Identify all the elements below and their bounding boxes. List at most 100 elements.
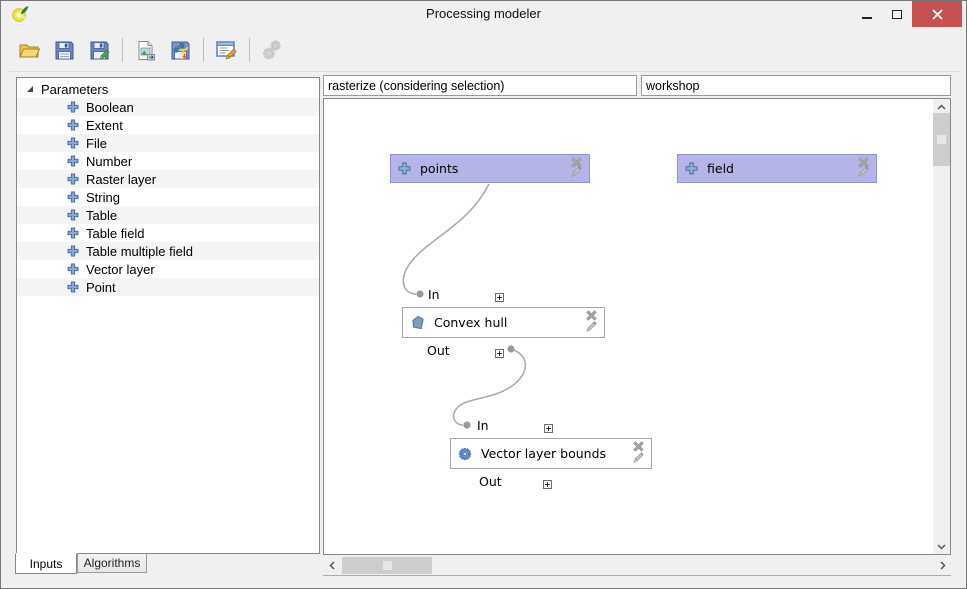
node-label: points (420, 161, 459, 176)
add-plus-icon (67, 155, 79, 167)
collapse-triangle-icon[interactable] (27, 86, 33, 92)
node-points[interactable]: points (390, 154, 590, 183)
chevron-right-icon (939, 561, 946, 570)
scroll-right-button[interactable] (934, 557, 951, 574)
model-group-input[interactable] (641, 75, 951, 96)
expand-in-button[interactable] (495, 289, 504, 302)
add-plus-icon (67, 209, 79, 221)
scroll-up-button[interactable] (933, 99, 950, 114)
plus-icon (685, 162, 698, 175)
tree-item-point[interactable]: Point (17, 278, 319, 296)
tree-item-label: Point (86, 279, 116, 295)
convex-hull-icon (412, 315, 424, 330)
edit-node-icon[interactable] (631, 451, 645, 468)
tree-item-label: Number (86, 153, 133, 169)
port-in-label: In (477, 418, 489, 433)
parameters-panel: Parameters Boolean Extent File Number Ra… (16, 77, 320, 554)
add-plus-icon (67, 173, 79, 185)
add-plus-icon (67, 245, 79, 257)
vertical-scrollbar[interactable] (933, 99, 950, 554)
add-plus-icon (67, 137, 79, 149)
tree-item-string[interactable]: String (17, 188, 319, 206)
port-out-label: Out (479, 474, 502, 489)
tree-item-table-multiple-field[interactable]: Table multiple field (17, 242, 319, 260)
horizontal-scrollbar[interactable] (323, 557, 951, 574)
toolbar-divider (9, 71, 960, 72)
tree-item-table[interactable]: Table (17, 206, 319, 224)
add-plus-icon (67, 263, 79, 275)
maximize-button[interactable] (882, 1, 912, 27)
edit-model-help-button[interactable] (212, 36, 240, 64)
chevron-up-icon (937, 103, 946, 110)
add-plus-icon (67, 191, 79, 203)
node-field[interactable]: field (677, 154, 877, 183)
node-label: Convex hull (434, 315, 508, 330)
export-as-image-button[interactable] (131, 36, 159, 64)
add-plus-icon (67, 227, 79, 239)
tree-item-table-field[interactable]: Table field (17, 224, 319, 242)
delete-node-icon[interactable] (632, 440, 645, 456)
edit-node-icon[interactable] (569, 165, 583, 182)
save-model-as-button[interactable] (85, 36, 113, 64)
tree-item-label: Table field (86, 225, 145, 241)
expand-in-button[interactable] (544, 420, 553, 433)
plus-icon (398, 162, 411, 175)
add-plus-icon (67, 119, 79, 131)
tree-item-raster-layer[interactable]: Raster layer (17, 170, 319, 188)
tree-item-label: Table multiple field (86, 243, 193, 259)
toolbar-separator (122, 38, 123, 62)
tree-item-number[interactable]: Number (17, 152, 319, 170)
export-as-python-button[interactable] (166, 36, 194, 64)
vertical-scroll-thumb[interactable] (933, 113, 950, 166)
minimize-icon (862, 17, 872, 19)
tree-item-vector-layer[interactable]: Vector layer (17, 260, 319, 278)
minimize-button[interactable] (852, 1, 882, 27)
chevron-down-icon (937, 543, 946, 550)
model-name-input[interactable] (323, 75, 637, 96)
scroll-left-button[interactable] (323, 557, 340, 574)
edit-node-icon[interactable] (584, 320, 598, 337)
save-model-as-icon (90, 41, 110, 60)
maximize-icon (892, 9, 902, 19)
node-convex-hull[interactable]: Convex hull (402, 307, 605, 338)
open-model-button[interactable] (15, 36, 43, 64)
tree-item-extent[interactable]: Extent (17, 116, 319, 134)
tree-root-parameters[interactable]: Parameters (17, 80, 319, 98)
node-label: Vector layer bounds (481, 446, 607, 461)
tree-item-file[interactable]: File (17, 134, 319, 152)
edit-node-icon[interactable] (856, 165, 870, 182)
run-model-button[interactable] (258, 36, 286, 64)
node-label: field (707, 161, 734, 176)
export-as-image-icon (138, 40, 155, 60)
scroll-grip (382, 561, 392, 570)
scroll-down-button[interactable] (933, 539, 950, 554)
delete-node-icon[interactable] (570, 156, 583, 172)
tab-inputs[interactable]: Inputs (15, 553, 77, 574)
tree-item-label: Raster layer (86, 171, 157, 187)
gear-icon (458, 447, 472, 460)
open-model-icon (19, 44, 40, 58)
save-model-icon (55, 41, 73, 59)
tree-item-label: Vector layer (86, 261, 155, 277)
node-vector-layer-bounds[interactable]: Vector layer bounds (450, 438, 652, 469)
tree-item-boolean[interactable]: Boolean (17, 98, 319, 116)
panel-bottom-border (323, 575, 951, 576)
tab-algorithms[interactable]: Algorithms (77, 554, 147, 573)
close-button[interactable] (912, 1, 962, 27)
titlebar: Processing modeler (1, 1, 966, 27)
expand-out-button[interactable] (495, 345, 504, 358)
delete-node-icon[interactable] (857, 156, 870, 172)
tree-item-label: Table (86, 207, 118, 223)
model-canvas[interactable]: points field In Convex hull Out In (323, 98, 951, 555)
port-dot (463, 421, 471, 429)
expand-out-button[interactable] (543, 476, 552, 489)
save-model-button[interactable] (50, 36, 78, 64)
window-title: Processing modeler (426, 6, 541, 21)
add-plus-icon (67, 101, 79, 113)
toolbar (1, 29, 966, 71)
horizontal-scroll-thumb[interactable] (342, 557, 432, 574)
connection-lines (402, 183, 527, 429)
delete-node-icon[interactable] (585, 309, 598, 325)
port-dot (416, 290, 424, 298)
